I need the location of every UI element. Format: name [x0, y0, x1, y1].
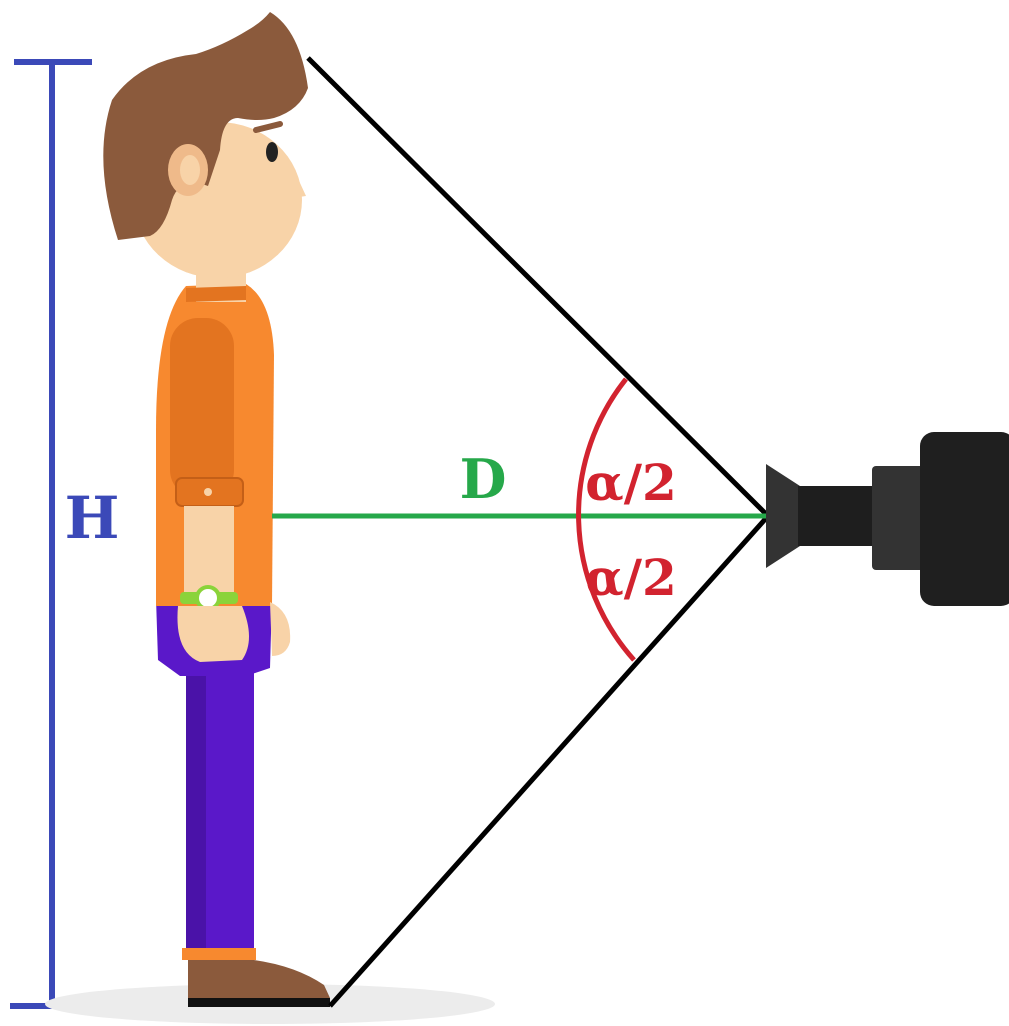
distance-label: D: [460, 447, 507, 511]
camera-icon: [766, 432, 1009, 606]
angle-arc: [576, 377, 636, 662]
person-icon: [103, 12, 330, 1007]
field-of-view-lines: [306, 56, 770, 1008]
half-angle-bottom-label: α/2: [585, 548, 677, 607]
height-label: H: [65, 484, 120, 552]
half-angle-top-label: α/2: [585, 453, 677, 512]
